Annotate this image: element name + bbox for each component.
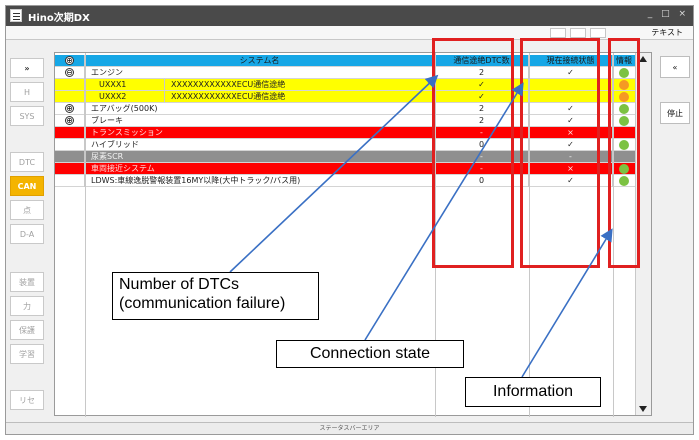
connection-state-cell: ✓: [529, 175, 613, 187]
status-warning-icon[interactable]: [619, 92, 629, 102]
dtc-count-cell: 2: [435, 67, 529, 79]
system-name-cell: 車両接近システム: [85, 163, 435, 175]
hamburger-menu-icon[interactable]: [10, 9, 22, 22]
stop-button[interactable]: 停止: [660, 102, 690, 124]
connection-state-callout: Connection state: [276, 340, 464, 368]
row-expander: [55, 151, 85, 163]
system-name-cell: エンジン: [85, 67, 435, 79]
connection-state-cell: ✓: [529, 67, 613, 79]
column-divider: [85, 53, 86, 417]
collapse-panel-button[interactable]: »: [10, 58, 44, 78]
info-cell[interactable]: [613, 91, 635, 103]
header-connection-state: 現在接続状態: [529, 55, 613, 67]
nav-dtc-button[interactable]: DTC: [10, 152, 44, 172]
status-ok-icon[interactable]: [619, 116, 629, 126]
nav-reset-button[interactable]: リセ: [10, 390, 44, 410]
connection-state-cell: ×: [529, 127, 613, 139]
collapse-row-icon[interactable]: ⊖: [55, 67, 85, 79]
row-expander: [55, 163, 85, 175]
window-title: Hino次期DX: [28, 13, 90, 24]
connection-state-cell: ×: [529, 163, 613, 175]
nav-device-button[interactable]: 装置: [10, 272, 44, 292]
dtc-count-callout-line2: (communication failure): [119, 295, 286, 312]
dtc-count-callout: Number of DTCs (communication failure): [112, 272, 319, 320]
system-name-cell: エアバッグ(500K): [85, 103, 435, 115]
expand-all-icon[interactable]: ⊕: [55, 55, 85, 67]
info-cell[interactable]: [613, 103, 635, 115]
nav-da-button[interactable]: D-A: [10, 224, 44, 244]
connection-state-cell: -: [529, 151, 613, 163]
toolbar-button[interactable]: [570, 28, 586, 38]
dtc-count-callout-line1: Number of DTCs: [119, 276, 240, 293]
window-controls[interactable]: _ □ ×: [647, 9, 689, 19]
table-header: ⊕ システム名 通信途絶DTC数 現在接続状態 情報: [55, 55, 635, 67]
status-bar: ステータスバーエリア: [6, 422, 693, 434]
nav-protect-button[interactable]: 保護: [10, 320, 44, 340]
system-name-cell: ハイブリッド: [85, 139, 435, 151]
connection-state-cell: ✓: [529, 139, 613, 151]
nav-learn-button[interactable]: 学習: [10, 344, 44, 364]
scroll-up-arrow-icon[interactable]: [639, 56, 647, 62]
connection-state-cell: [529, 91, 613, 103]
column-divider: [613, 53, 614, 417]
info-cell[interactable]: [613, 139, 635, 151]
system-name-cell: ブレーキ: [85, 115, 435, 127]
toolbar-button[interactable]: [550, 28, 566, 38]
info-cell[interactable]: [613, 175, 635, 187]
system-name-cell: トランスミッション: [85, 127, 435, 139]
expand-row-icon[interactable]: ⊕: [55, 103, 85, 115]
dtc-column-highlight: [432, 38, 514, 268]
nav-can-button[interactable]: CAN: [10, 176, 44, 196]
status-ok-icon[interactable]: [619, 176, 629, 186]
connection-state-cell: [529, 79, 613, 91]
system-name-cell: UXXX1 XXXXXXXXXXXXECU通信途絶: [85, 79, 435, 91]
system-name-cell: UXXX2 XXXXXXXXXXXXECU通信途絶: [85, 91, 435, 103]
row-expander: [55, 79, 85, 91]
toolbar: テキスト: [6, 26, 693, 40]
status-ok-icon[interactable]: [619, 104, 629, 114]
row-expander: [55, 175, 85, 187]
header-dtc-count: 通信途絶DTC数: [435, 55, 529, 67]
dtc-description: XXXXXXXXXXXXECU通信途絶: [171, 92, 286, 101]
information-callout: Information: [465, 377, 601, 407]
connection-state-cell: ✓: [529, 115, 613, 127]
toolbar-button[interactable]: [590, 28, 606, 38]
info-cell[interactable]: [613, 163, 635, 175]
nav-h-button[interactable]: H: [10, 82, 44, 102]
dtc-count-cell: ✓: [435, 79, 529, 91]
dtc-description: XXXXXXXXXXXXECU通信途絶: [171, 80, 286, 89]
nav-force-button[interactable]: 力: [10, 296, 44, 316]
nav-point-button[interactable]: 点: [10, 200, 44, 220]
row-expander: [55, 139, 85, 151]
dtc-code: UXXX2: [85, 91, 165, 102]
connection-state-cell: ✓: [529, 103, 613, 115]
info-cell[interactable]: [613, 67, 635, 79]
info-cell[interactable]: [613, 115, 635, 127]
scroll-down-arrow-icon[interactable]: [639, 406, 647, 412]
status-ok-icon[interactable]: [619, 68, 629, 78]
left-nav: » H SYS DTC CAN 点 D-A 装置 力 保護 学習 リセ: [10, 54, 48, 414]
status-ok-icon[interactable]: [619, 164, 629, 174]
title-bar: Hino次期DX _ □ ×: [6, 6, 693, 26]
expand-panel-button[interactable]: «: [660, 56, 690, 78]
connection-column-highlight: [520, 38, 600, 268]
text-label: テキスト: [651, 28, 683, 37]
expand-row-icon[interactable]: ⊕: [55, 115, 85, 127]
nav-sys-button[interactable]: SYS: [10, 106, 44, 126]
system-name-cell: LDWS:車線逸脱警報装置16MY以降(大中トラック/バス用): [85, 175, 435, 187]
row-expander: [55, 127, 85, 139]
info-cell[interactable]: [613, 79, 635, 91]
header-system-name: システム名: [85, 55, 435, 67]
header-info: 情報: [616, 56, 632, 65]
info-column-highlight: [608, 38, 640, 268]
status-ok-icon[interactable]: [619, 140, 629, 150]
dtc-code: UXXX1: [85, 79, 165, 90]
system-name-cell: 尿素SCR: [85, 151, 435, 163]
status-warning-icon[interactable]: [619, 80, 629, 90]
row-expander: [55, 91, 85, 103]
